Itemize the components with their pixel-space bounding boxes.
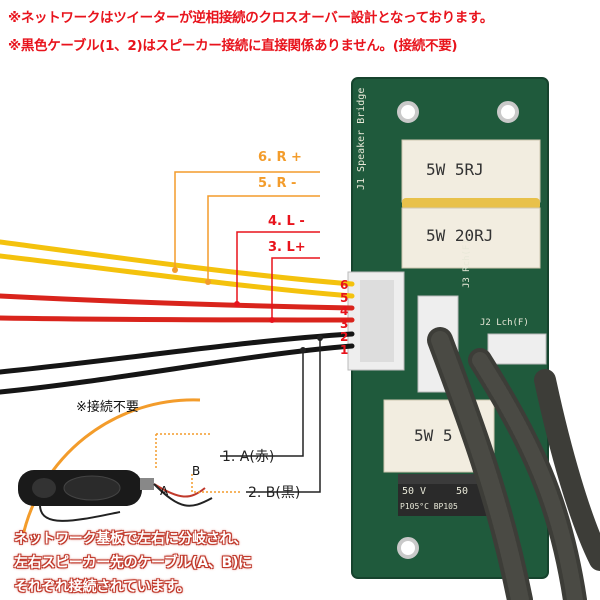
caption-line-1: ネットワーク基板で左右に分岐され、: [14, 531, 248, 547]
resistor-2: [401, 207, 541, 269]
label-1-a-red: 1. A(赤): [222, 449, 275, 465]
callout-line-4: [236, 231, 320, 304]
mount-hole-top-right: [497, 101, 519, 123]
wire-2-black: [0, 331, 355, 375]
wire-1-black: [0, 343, 355, 395]
pin-number-4: 4: [340, 304, 349, 318]
resistor-3-label: 5W 5: [414, 426, 453, 445]
pin-number-1: 1: [340, 343, 349, 357]
note-black-cable: ※黒色ケーブル(1、2)はスピーカー接続に直接関係ありません。(接続不要): [8, 38, 458, 54]
inset-title: ※接続不要: [76, 400, 139, 415]
label-4-l-minus: 4. L -: [268, 214, 305, 229]
note-crossover: ※ネットワークはツイーターが逆相接続のクロスオーバー設計となっております。: [8, 10, 494, 26]
callout-line-5: [207, 195, 320, 282]
connector-j2: [487, 333, 547, 365]
pcb-title: J1 Speaker Bridge: [356, 87, 367, 190]
wire-4-red: [0, 293, 355, 311]
mount-hole-bottom-left: [397, 537, 419, 559]
resistor-1-label: 5W 5RJ: [426, 160, 484, 179]
wires: [0, 239, 355, 395]
inset-label-a: A: [160, 484, 169, 498]
callout-line-3: [271, 257, 320, 320]
wire-3-red: [0, 315, 355, 323]
wire-5-yellow: [0, 253, 355, 299]
label-3-l-plus: 3. L+: [268, 240, 306, 255]
inset-label-b: B: [192, 464, 201, 478]
label-2-b-black: 2. B(黒): [248, 485, 301, 501]
j3-label: J3 Rch(F): [462, 239, 472, 288]
callout-line-6: [174, 171, 320, 270]
label-6-r-plus: 6. R +: [258, 150, 302, 165]
callout-lines: [172, 171, 323, 493]
cap-text-3: P105°C BP105: [400, 502, 458, 511]
resistor-1: [401, 139, 541, 203]
black-cable-bundle: [427, 327, 600, 600]
pcb-board: [347, 77, 549, 579]
pin-number-2: 2: [340, 330, 349, 344]
pin-number-5: 5: [340, 291, 349, 305]
caption-line-2: 左右スピーカー先のケーブル(A、B)に: [14, 555, 252, 571]
caption-line-3: それぞれ接続されています。: [14, 579, 191, 595]
resistor-2-label: 5W 20RJ: [426, 226, 494, 245]
label-5-r-minus: 5. R -: [258, 176, 297, 191]
glue-strip: [402, 198, 540, 210]
j2-label: J2 Lch(F): [480, 318, 529, 328]
cap-text-2: 50: [456, 486, 469, 497]
wire-6-yellow: [0, 239, 355, 287]
cap-text-1: 50 V: [402, 486, 427, 497]
mount-hole-top-left: [397, 101, 419, 123]
callout-line-1: [220, 350, 304, 457]
pin-number-3: 3: [340, 317, 349, 331]
inset-circle: [18, 398, 240, 541]
callout-line-2: [246, 338, 321, 493]
pin-number-6: 6: [340, 278, 349, 292]
